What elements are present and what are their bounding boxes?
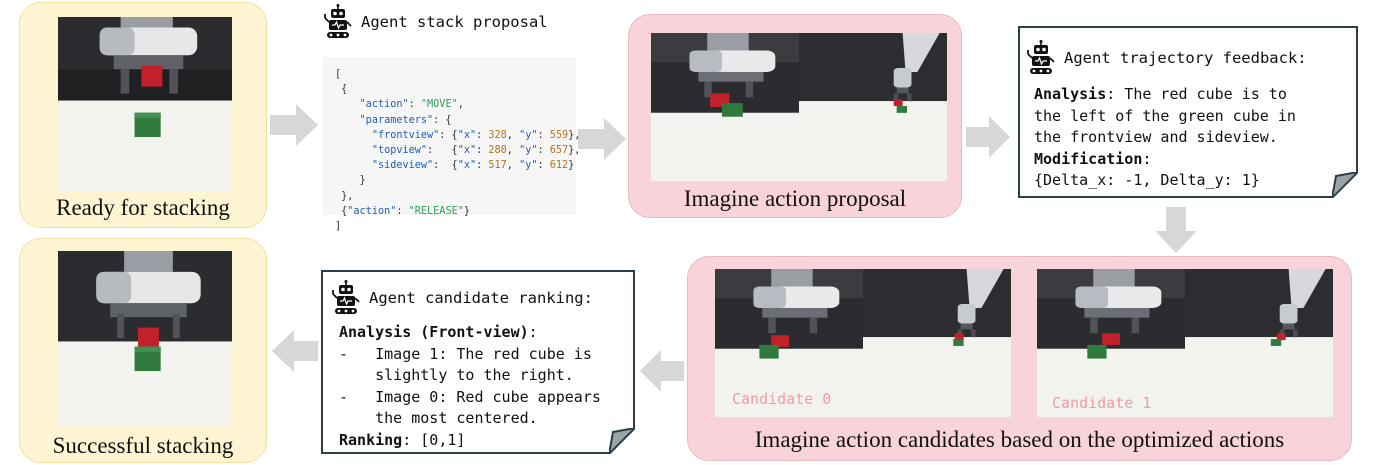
proposal-title-row: Agent stack proposal xyxy=(323,4,548,40)
block-arrow-icon xyxy=(966,116,1010,158)
candidate-0-label: Candidate 0 xyxy=(732,390,832,408)
candidate-0-front-view-image xyxy=(715,269,863,417)
ranking-item-1: Image 1: The red cube is xyxy=(375,344,592,363)
feedback-modification-value: {Delta_x: -1, Delta_y: 1} xyxy=(1034,171,1260,189)
page-fold-icon xyxy=(609,428,635,454)
imagine-proposal-caption: Imagine action proposal xyxy=(683,186,907,211)
ready-panel: Ready for stacking xyxy=(19,2,267,228)
candidates-caption: Imagine action candidates based on the o… xyxy=(754,427,1285,452)
success-scene-image xyxy=(58,251,232,425)
feedback-modification-label: Modification xyxy=(1034,149,1143,168)
candidate-1-side-view-image xyxy=(1185,269,1333,417)
success-caption: Successful stacking xyxy=(52,433,234,458)
ranking-analysis-label: Analysis (Front-view) xyxy=(339,323,529,341)
ranking-item-1: slightly to the right. xyxy=(375,366,574,384)
feedback-title: Agent trajectory feedback: xyxy=(1064,49,1307,67)
feedback-card: Agent trajectory feedback: Analysis: The… xyxy=(1018,26,1358,198)
ready-caption: Ready for stacking xyxy=(56,195,230,220)
feedback-analysis-text: the frontview and sideview. xyxy=(1034,128,1278,146)
feedback-analysis-text: the left of the green cube in xyxy=(1034,106,1296,125)
ranking-card: Agent candidate ranking: Analysis (Front… xyxy=(321,270,635,454)
block-arrow-icon xyxy=(578,118,626,160)
success-panel: Successful stacking xyxy=(19,238,267,463)
feedback-analysis-label: Analysis xyxy=(1034,85,1107,103)
ranking-item-2: Image 0: Red cube appears xyxy=(375,387,601,406)
proposal-side-view-image xyxy=(799,33,947,181)
page-fold-icon xyxy=(1332,172,1358,198)
block-arrow-icon xyxy=(640,350,684,392)
robot-icon xyxy=(332,280,360,315)
robot-icon xyxy=(324,4,352,39)
candidates-panel: Candidate 0 Candidate 1 Imagine action c… xyxy=(687,256,1352,461)
block-arrow-icon xyxy=(270,104,318,146)
ranking-body: Analysis (Front-view): - Image 1: The re… xyxy=(339,323,601,449)
block-arrow-icon xyxy=(272,330,318,372)
candidate-1-label: Candidate 1 xyxy=(1052,394,1152,412)
feedback-title-row: Agent trajectory feedback: xyxy=(1026,40,1307,76)
candidate-1-front-view-image xyxy=(1037,269,1185,417)
feedback-analysis-text: : The red cube is to xyxy=(1106,85,1287,103)
ranking-label: Ranking xyxy=(339,430,403,449)
ranking-title-row: Agent candidate ranking: xyxy=(331,280,593,316)
proposal-code-block: [ { "action": "MOVE", "parameters": { "f… xyxy=(323,57,580,232)
imagine-proposal-panel: Imagine action proposal xyxy=(628,14,962,218)
ranking-title: Agent candidate ranking: xyxy=(369,289,593,307)
robot-icon xyxy=(1027,40,1055,75)
ranking-item-2: the most centered. xyxy=(375,409,538,427)
feedback-body: Analysis: The red cube is to the left of… xyxy=(1034,84,1296,192)
block-arrow-icon xyxy=(1155,207,1197,253)
proposal-title: Agent stack proposal xyxy=(361,13,548,31)
candidate-0-side-view-image xyxy=(863,269,1011,417)
ranking-value: : [0,1] xyxy=(402,430,466,449)
proposal-front-view-image xyxy=(651,33,799,181)
ready-scene-image xyxy=(58,17,232,191)
